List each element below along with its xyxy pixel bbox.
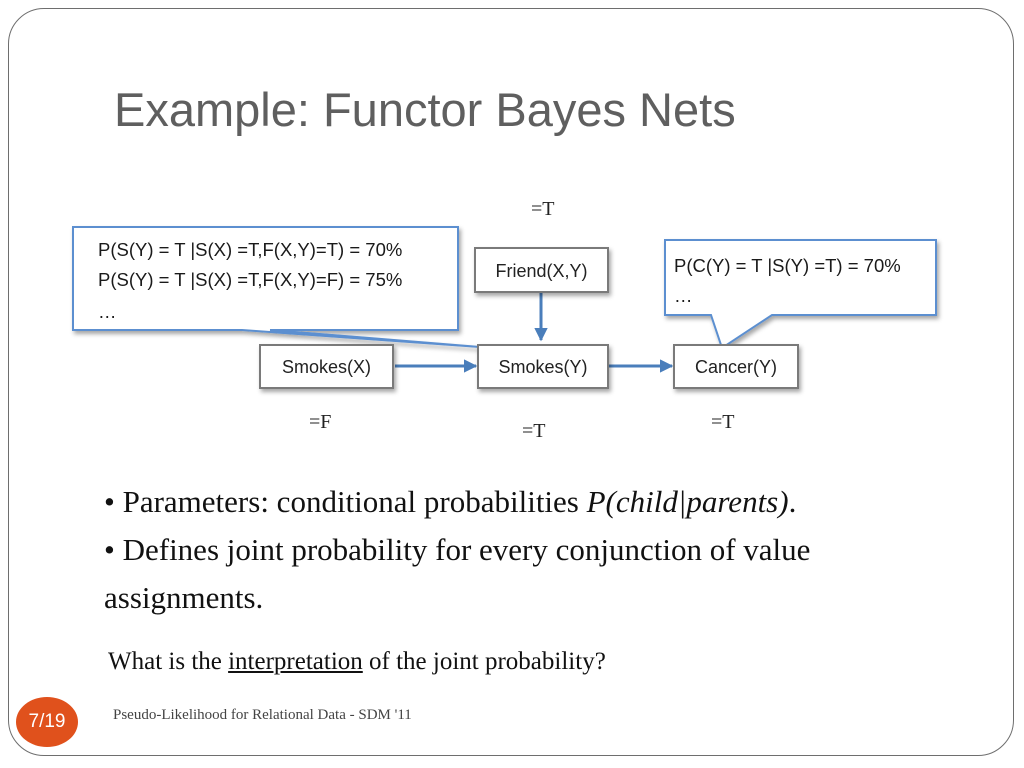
node-smokes-x: Smokes(X)	[259, 344, 394, 389]
callout-right-line-2: …	[674, 285, 693, 306]
value-friend: =T	[531, 198, 555, 220]
node-friend: Friend(X,Y)	[474, 247, 609, 293]
node-smokes-x-label: Smokes(X)	[282, 357, 371, 377]
callout-left-line-1: P(S(Y) = T |S(X) =T,F(X,Y)=T) = 70%	[98, 239, 402, 260]
node-cancer-label: Cancer(Y)	[695, 357, 777, 377]
interpretation-question: What is the interpretation of the joint …	[108, 648, 606, 676]
callout-right: P(C(Y) = T |S(Y) =T) = 70% …	[664, 239, 937, 350]
value-smokes-x: =F	[309, 411, 331, 433]
callout-left-line-3: …	[98, 301, 117, 322]
callout-right-line-1: P(C(Y) = T |S(Y) =T) = 70%	[674, 255, 901, 276]
question-prefix: What is the	[108, 648, 229, 675]
slide-frame	[8, 8, 1014, 756]
bullet-parameters-period: .	[788, 484, 797, 519]
node-cancer: Cancer(Y)	[673, 344, 799, 389]
slide-footer: Pseudo-Likelihood for Relational Data - …	[113, 707, 412, 723]
node-smokes-y: Smokes(Y)	[477, 344, 609, 389]
value-cancer: =T	[711, 411, 735, 433]
bullet-parameters: • Parameters: conditional probabilities …	[104, 478, 944, 526]
node-friend-label: Friend(X,Y)	[495, 261, 587, 281]
page-number-badge: 7/19	[16, 697, 78, 747]
value-smokes-y: =T	[522, 420, 546, 442]
bullet-list: • Parameters: conditional probabilities …	[104, 478, 944, 622]
callout-left-line-2: P(S(Y) = T |S(X) =T,F(X,Y)=F) = 75%	[98, 269, 402, 290]
conditional-probability-notation: P(child|parents)	[586, 484, 789, 519]
slide-title: Example: Functor Bayes Nets	[114, 83, 736, 136]
bullet-parameters-text: • Parameters: conditional probabilities	[104, 484, 587, 519]
bullet-joint-probability: • Defines joint probability for every co…	[104, 532, 811, 615]
question-underlined-word: interpretation	[228, 648, 363, 675]
callout-left: P(S(Y) = T |S(X) =T,F(X,Y)=T) = 70% P(S(…	[72, 226, 481, 348]
node-smokes-y-label: Smokes(Y)	[498, 357, 587, 377]
question-suffix: of the joint probability?	[362, 648, 606, 675]
